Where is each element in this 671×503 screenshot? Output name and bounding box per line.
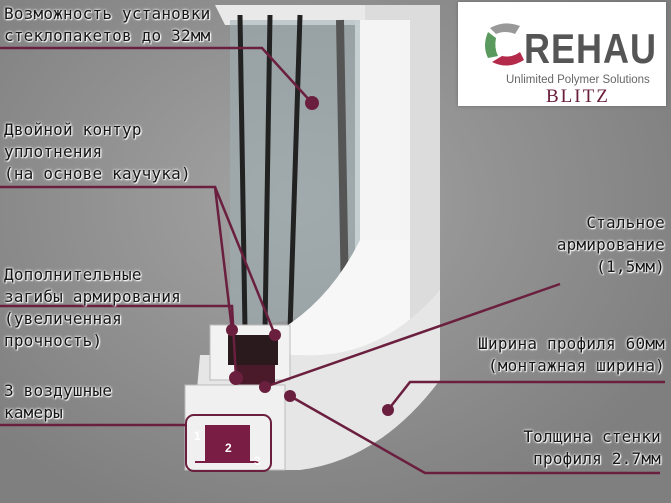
label-line: армирование [556, 235, 665, 254]
label-width: Ширина профиля 60мм (монтажная ширина) [478, 333, 665, 377]
label-line: (на основе каучука) [4, 164, 191, 183]
label-line: Дополнительные [4, 265, 142, 284]
label-reinforcement-bends: Дополнительные загибы армирования (увели… [4, 264, 181, 352]
logo-tagline: Unlimited Polymer Solutions [506, 74, 650, 86]
label-steel: Стальное армирование (1,5мм) [557, 212, 665, 278]
label-line: Возможность установки [4, 4, 211, 23]
chamber-1: 1 [194, 429, 201, 443]
label-line: 3 воздушные [4, 381, 113, 400]
label-line: уплотнения [4, 142, 103, 161]
chamber-2: 2 [225, 441, 232, 455]
label-line: (увеличенная [4, 309, 122, 328]
label-line: стеклопакетов до 32мм [4, 26, 211, 45]
rehau-logo: REHAU Unlimited Polymer Solutions BLITZ [458, 2, 666, 107]
label-wall: Толщина стенки профиля 2.7мм [523, 426, 661, 470]
leader-dots [226, 96, 394, 416]
chambers-highlight [185, 414, 272, 472]
logo-mark-icon [485, 23, 524, 66]
label-line: Ширина профиля 60мм [478, 334, 665, 353]
label-line: прочность) [4, 331, 103, 350]
chamber-3: 3 [254, 454, 261, 468]
leader-lines [0, 46, 665, 475]
label-line: Двойной контур [4, 120, 142, 139]
label-line: камеры [4, 403, 63, 422]
label-line: (1,5мм) [596, 257, 665, 276]
label-line: Толщина стенки [523, 427, 661, 446]
label-line: (монтажная ширина) [488, 356, 665, 375]
logo-brand: REHAU [524, 24, 658, 73]
logo-product: BLITZ [546, 86, 610, 107]
label-glass-units: Возможность установки стеклопакетов до 3… [4, 3, 211, 47]
label-line: Стальное [586, 213, 665, 232]
label-line: загибы армирования [4, 287, 181, 306]
label-seal: Двойной контур уплотнения (на основе кау… [4, 119, 191, 185]
label-chambers: 3 воздушные камеры [4, 380, 112, 424]
label-line: профиля 2.7мм [533, 449, 661, 468]
